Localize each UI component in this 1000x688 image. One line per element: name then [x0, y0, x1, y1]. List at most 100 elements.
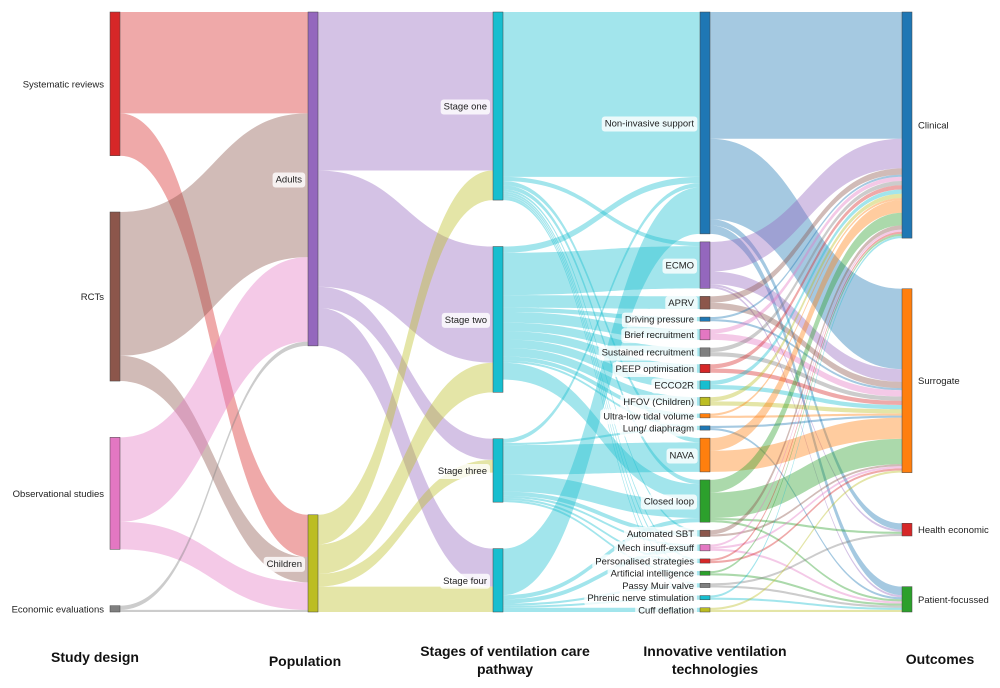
link-closed-loop-to-patient-focussed	[710, 520, 902, 602]
link-stage-one-to-non-invasive-support	[503, 12, 700, 177]
link-ecco2r-to-surrogate	[710, 384, 902, 410]
link-stage-one-to-closed-loop	[503, 185, 700, 485]
link-closed-loop-to-surrogate	[710, 438, 902, 518]
column-title-study-design: Study design	[51, 649, 139, 665]
link-stage-two-to-non-invasive-support	[503, 176, 700, 253]
node-patient-focussed	[901, 586, 913, 613]
link-peep-optimisation-to-clinical	[710, 185, 902, 369]
link-stage-two-to-lung-diaphragm	[503, 360, 700, 428]
link-stage-four-to-mech-insuff-exsuff	[503, 546, 700, 604]
node-lung-diaphragm	[699, 425, 711, 431]
node-label-clinical: Clinical	[918, 121, 949, 132]
link-ecmo-to-clinical	[710, 138, 902, 272]
column-title-outcomes: Outcomes	[905, 651, 975, 667]
link-lung-diaphragm-to-patient-focussed	[710, 428, 902, 600]
link-stage-one-to-automated-sbt	[503, 189, 700, 533]
node-observational-studies	[109, 437, 121, 550]
node-label-surrogate: Surrogate	[918, 376, 960, 387]
link-adults-to-stage-one	[318, 12, 493, 171]
node-label-bg	[441, 312, 490, 328]
node-label-ultra-low-tidal-volume: Ultra-low tidal volume	[603, 411, 694, 422]
link-closed-loop-to-clinical	[710, 212, 902, 493]
link-driving-pressure-to-clinical	[710, 174, 902, 320]
link-stage-two-to-ultra-low-tidal-volume	[503, 356, 700, 418]
node-phrenic-nerve-stimulation	[699, 595, 711, 601]
link-adults-to-stage-four	[318, 307, 493, 587]
node-label-bg	[598, 345, 698, 361]
link-phrenic-nerve-stimulation-to-patient-focussed	[710, 597, 902, 610]
link-stage-two-to-closed-loop	[503, 362, 700, 502]
node-non-invasive-support	[699, 11, 711, 235]
node-ecmo	[699, 241, 711, 289]
link-nava-to-clinical	[710, 200, 902, 451]
link-stage-three-to-nava	[503, 442, 700, 475]
node-adults	[307, 11, 319, 347]
node-economic-evaluations	[109, 605, 121, 613]
link-ultra-low-tidal-volume-to-clinical	[710, 197, 902, 416]
link-ecmo-to-surrogate	[710, 271, 902, 382]
link-children-to-stage-three	[318, 459, 493, 587]
node-label-observational-studies: Observational studies	[13, 489, 105, 500]
link-non-invasive-support-to-patient-focussed	[710, 225, 902, 596]
node-label-bg	[620, 394, 697, 410]
node-label-bg	[612, 362, 697, 378]
node-label-stage-one: Stage one	[444, 102, 487, 113]
node-label-sustained-recruitment: Sustained recruitment	[602, 348, 695, 359]
node-label-bg	[263, 556, 305, 572]
link-stage-three-to-mech-insuff-exsuff	[503, 495, 700, 547]
node-clinical	[901, 11, 913, 239]
node-label-adults: Adults	[276, 174, 303, 185]
node-label-bg	[19, 77, 108, 93]
link-stage-three-to-artificial-intelligence	[503, 500, 700, 576]
node-health-economic	[901, 523, 913, 537]
link-passy-muir-valve-to-health-economic	[710, 533, 902, 586]
link-hfov-children-to-clinical	[710, 193, 902, 402]
link-cuff-deflation-to-surrogate	[710, 470, 902, 610]
link-systematic-reviews-to-adults	[120, 12, 308, 114]
node-label-bg	[440, 99, 490, 115]
link-ecmo-to-patient-focussed	[710, 286, 902, 598]
node-passy-muir-valve	[699, 583, 711, 588]
link-personalised-strategies-to-surrogate	[710, 468, 902, 564]
link-children-to-stage-one	[318, 170, 493, 545]
link-brief-recruitment-to-clinical	[710, 176, 902, 334]
node-surrogate	[901, 288, 913, 473]
link-children-to-stage-four	[318, 586, 493, 612]
node-label-bg	[614, 541, 698, 557]
node-label-bg	[607, 566, 697, 582]
node-aprv	[699, 296, 711, 310]
node-label-personalised-strategies: Personalised strategies	[595, 556, 694, 567]
node-label-hfov-children: HFOV (Children)	[623, 397, 694, 408]
node-label-bg	[635, 603, 697, 619]
link-systematic-reviews-to-children	[120, 113, 308, 558]
link-peep-optimisation-to-surrogate	[710, 368, 902, 406]
node-label-phrenic-nerve-stimulation: Phrenic nerve stimulation	[587, 593, 694, 604]
node-label-bg	[600, 409, 697, 425]
node-label-peep-optimisation: PEEP optimisation	[615, 364, 694, 375]
link-stage-two-to-ecmo	[503, 246, 700, 296]
link-stage-three-to-non-invasive-support	[503, 183, 700, 443]
node-peep-optimisation	[699, 364, 711, 374]
node-label-bg	[9, 486, 108, 502]
link-hfov-children-to-surrogate	[710, 401, 902, 414]
node-label-children: Children	[267, 559, 302, 570]
node-stage-one	[492, 11, 504, 201]
node-label-bg	[619, 578, 697, 594]
node-label-bg	[651, 378, 698, 394]
link-children-to-stage-two	[318, 362, 493, 574]
node-label-bg	[915, 118, 952, 134]
node-label-economic-evaluations: Economic evaluations	[12, 604, 105, 615]
node-label-bg	[666, 448, 698, 464]
node-label-cuff-deflation: Cuff deflation	[638, 605, 694, 616]
column-title-technologies: Innovative ventilation technologies	[643, 643, 787, 677]
node-children	[307, 514, 319, 613]
link-non-invasive-support-to-health-economic	[710, 219, 902, 530]
node-label-passy-muir-valve: Passy Muir valve	[622, 581, 694, 592]
link-mech-insuff-exsuff-to-clinical	[710, 229, 902, 547]
node-label-stage-two: Stage two	[445, 315, 487, 326]
node-label-brief-recruitment: Brief recruitment	[624, 330, 694, 341]
node-nava	[699, 437, 711, 473]
